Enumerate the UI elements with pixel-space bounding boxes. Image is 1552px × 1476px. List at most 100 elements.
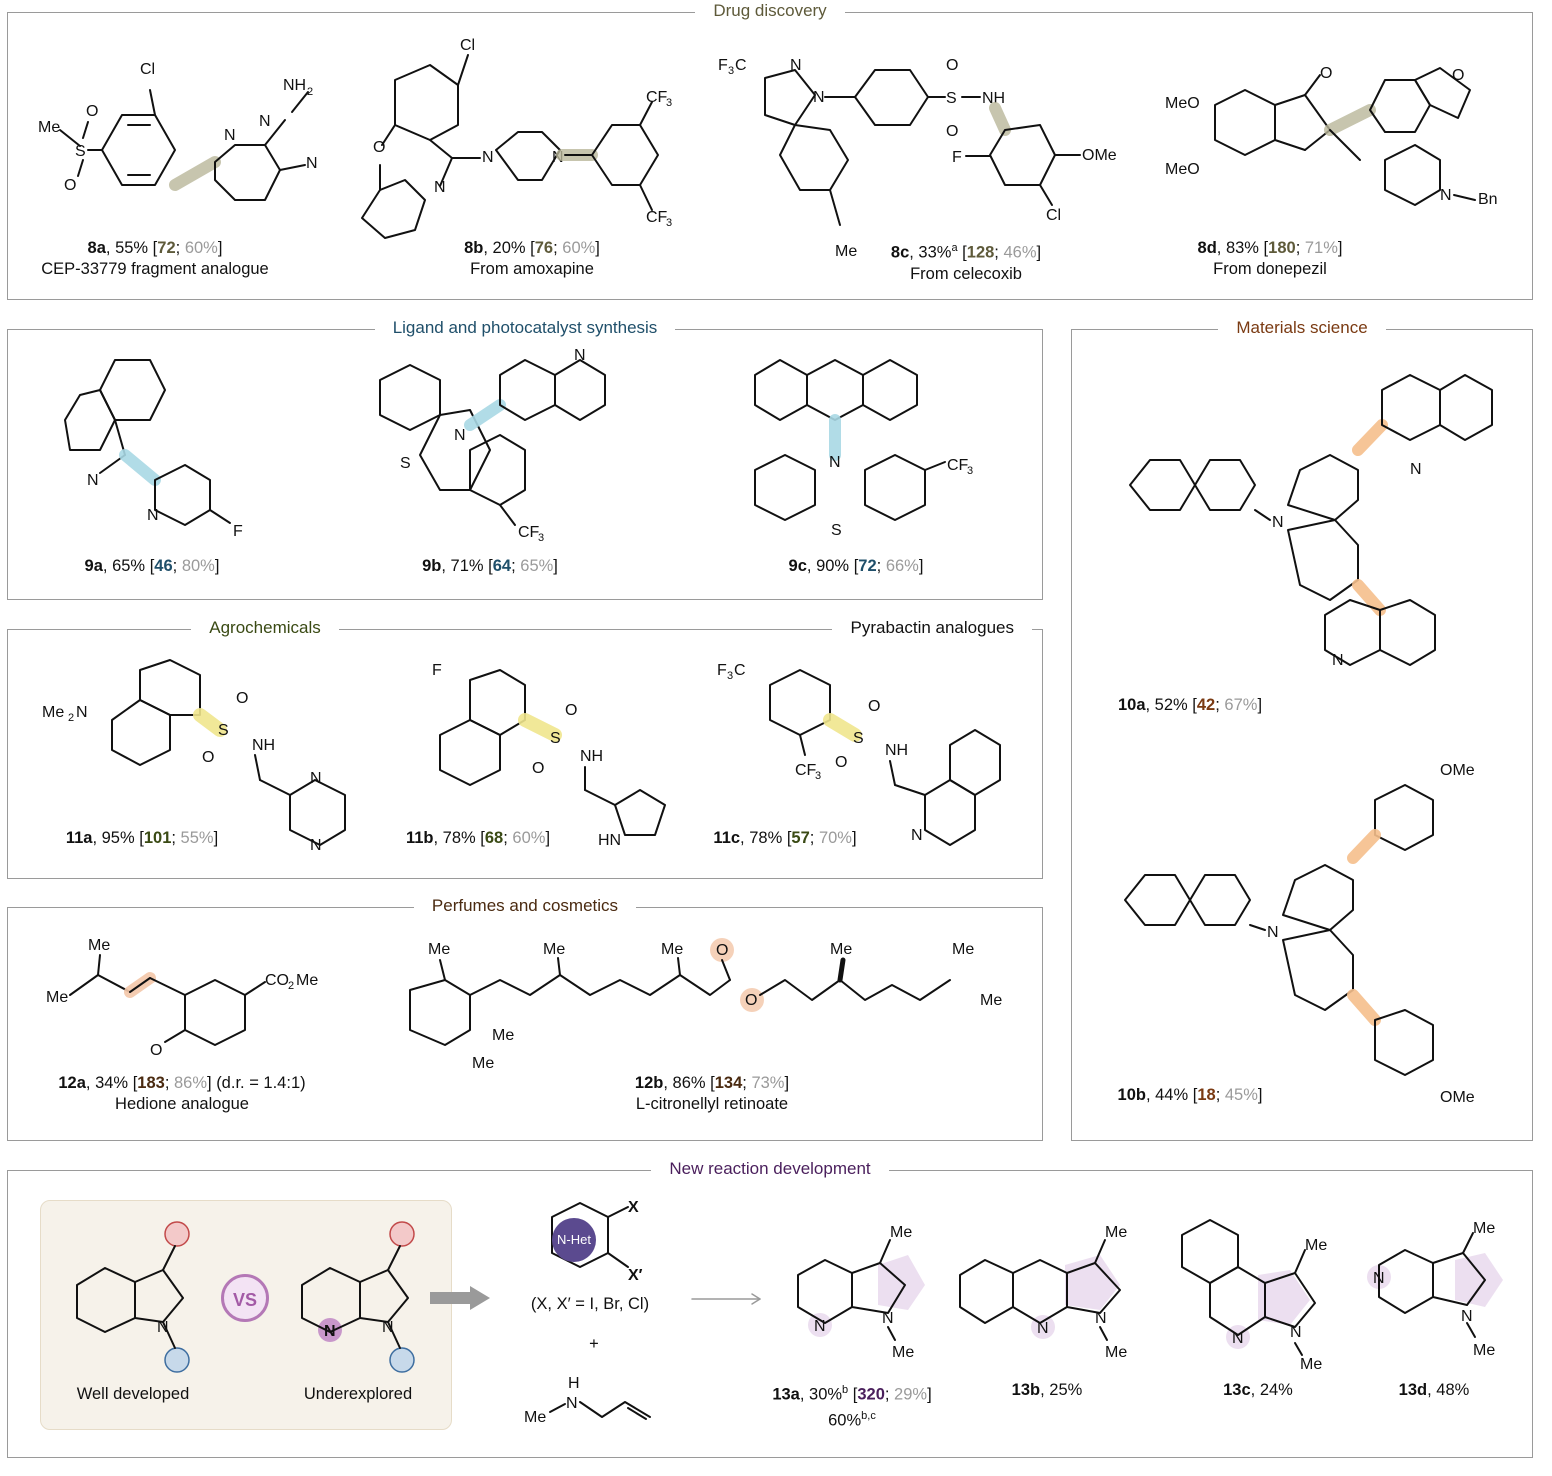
svg-text:F: F	[718, 57, 728, 74]
svg-text:Me: Me	[492, 1027, 514, 1044]
svg-text:N: N	[1095, 1310, 1107, 1327]
svg-text:C: C	[735, 57, 747, 74]
svg-text:Me: Me	[88, 937, 110, 954]
caption-8d: 8d, 83% [180; 71%]From donepezil	[1197, 239, 1343, 278]
svg-text:N: N	[76, 704, 88, 721]
svg-text:Me: Me	[830, 941, 852, 958]
svg-text:Me: Me	[1473, 1342, 1495, 1359]
svg-text:Me: Me	[661, 941, 683, 958]
svg-text:S: S	[400, 455, 411, 472]
svg-text:3: 3	[727, 670, 733, 682]
svg-text:N: N	[1410, 461, 1422, 478]
svg-text:NH: NH	[283, 77, 306, 94]
svg-text:Me: Me	[42, 704, 64, 721]
svg-text:N: N	[790, 57, 802, 74]
svg-text:N: N	[454, 427, 466, 444]
caption-13d: 13d, 48%	[1398, 1381, 1470, 1399]
svg-text:N: N	[310, 837, 322, 854]
svg-text:N: N	[259, 113, 271, 130]
svg-text:Me: Me	[543, 941, 565, 958]
caption-11b: 11b, 78% [68; 60%]	[405, 829, 551, 847]
caption-13b: 13b, 25%	[1011, 1381, 1083, 1399]
vs-badge: VS	[221, 1274, 269, 1322]
svg-text:OMe: OMe	[1440, 1089, 1475, 1106]
svg-text:O: O	[202, 749, 214, 766]
svg-text:MeO: MeO	[1165, 95, 1200, 112]
well-developed-label: Well developed	[76, 1385, 190, 1403]
svg-text:O: O	[1320, 65, 1332, 82]
svg-text:Me: Me	[472, 1055, 494, 1072]
svg-text:HN: HN	[598, 832, 621, 849]
caption-9b: 9b, 71% [64; 65%]	[422, 557, 558, 575]
svg-text:NH: NH	[885, 742, 908, 759]
svg-text:O: O	[532, 760, 544, 777]
caption-8a: 8a, 55% [72; 60%]CEP-33779 fragment anal…	[41, 239, 269, 278]
svg-text:N: N	[87, 472, 99, 489]
svg-text:MeO: MeO	[1165, 161, 1200, 178]
svg-text:F: F	[233, 523, 243, 540]
structure-9c: NS CF3	[754, 359, 973, 539]
svg-text:O: O	[236, 690, 248, 707]
svg-text:2: 2	[307, 86, 313, 98]
svg-text:N: N	[1232, 1330, 1244, 1347]
svg-text:N: N	[157, 1319, 169, 1336]
svg-text:C: C	[734, 662, 746, 679]
svg-text:N: N	[829, 454, 841, 471]
ligand-title: Ligand and photocatalyst synthesis	[374, 318, 676, 337]
structure-8b: Cl O N N N CF3 CF3	[361, 37, 672, 239]
svg-text:O: O	[946, 123, 958, 140]
svg-text:O: O	[86, 103, 98, 120]
svg-text:N: N	[1272, 514, 1284, 531]
caption-12a: 12a, 34% [183; 86%] (d.r. = 1.4:1)Hedion…	[58, 1074, 306, 1113]
svg-text:2: 2	[288, 980, 294, 992]
svg-text:CF: CF	[947, 457, 969, 474]
materials-panel: Materials science	[1071, 318, 1533, 1141]
svg-text:N: N	[882, 1310, 894, 1327]
nhet-dihalide-structure: X X′	[551, 1199, 643, 1284]
svg-text:3: 3	[728, 65, 734, 77]
reaction-arrow-thin	[691, 1293, 761, 1305]
svg-text:O: O	[946, 57, 958, 74]
underexplored-label: Underexplored	[303, 1385, 413, 1403]
caption-8b: 8b, 20% [76; 60%]From amoxapine	[464, 239, 600, 278]
svg-text:N: N	[1290, 1324, 1302, 1341]
svg-text:Me: Me	[524, 1409, 546, 1426]
caption-12b: 12b, 86% [134; 73%]L-citronellyl retinoa…	[634, 1074, 790, 1113]
svg-text:Me: Me	[38, 119, 60, 136]
structure-13d: NN Me Me	[1367, 1220, 1503, 1359]
structure-13b: NN Me Me	[959, 1224, 1127, 1361]
caption-9a: 9a, 65% [46; 80%]	[84, 557, 220, 575]
caption-10b: 10b, 44% [18; 45%]	[1117, 1086, 1263, 1104]
svg-text:N: N	[1440, 187, 1452, 204]
svg-text:X: X	[628, 1199, 639, 1216]
svg-text:Me: Me	[1105, 1344, 1127, 1361]
svg-text:Me: Me	[980, 992, 1002, 1009]
svg-text:N: N	[482, 149, 494, 166]
svg-text:2: 2	[68, 712, 74, 724]
structure-9b: NS CF3 N	[379, 347, 606, 544]
pyrabactin-title: Pyrabactin analogues	[832, 618, 1032, 637]
caption-9c: 9c, 90% [72; 66%]	[788, 557, 924, 575]
svg-text:CF: CF	[795, 762, 817, 779]
perfume-panel: Perfumes and cosmetics	[7, 896, 1043, 1141]
svg-text:N: N	[1461, 1308, 1473, 1325]
svg-text:OMe: OMe	[1082, 147, 1117, 164]
newrxn-title: New reaction development	[651, 1159, 889, 1178]
svg-text:Me: Me	[1300, 1356, 1322, 1373]
svg-text:NH: NH	[252, 737, 275, 754]
reaction-arrow-bold	[430, 1286, 490, 1310]
svg-text:N: N	[306, 155, 318, 172]
drug-discovery-title: Drug discovery	[695, 1, 845, 20]
svg-text:3: 3	[538, 532, 544, 544]
svg-text:Cl: Cl	[140, 61, 155, 78]
svg-text:Cl: Cl	[1046, 207, 1061, 224]
svg-text:N: N	[813, 89, 825, 106]
caption-11a: 11a, 95% [101; 55%]	[65, 829, 219, 847]
svg-text:N: N	[1037, 1320, 1049, 1337]
